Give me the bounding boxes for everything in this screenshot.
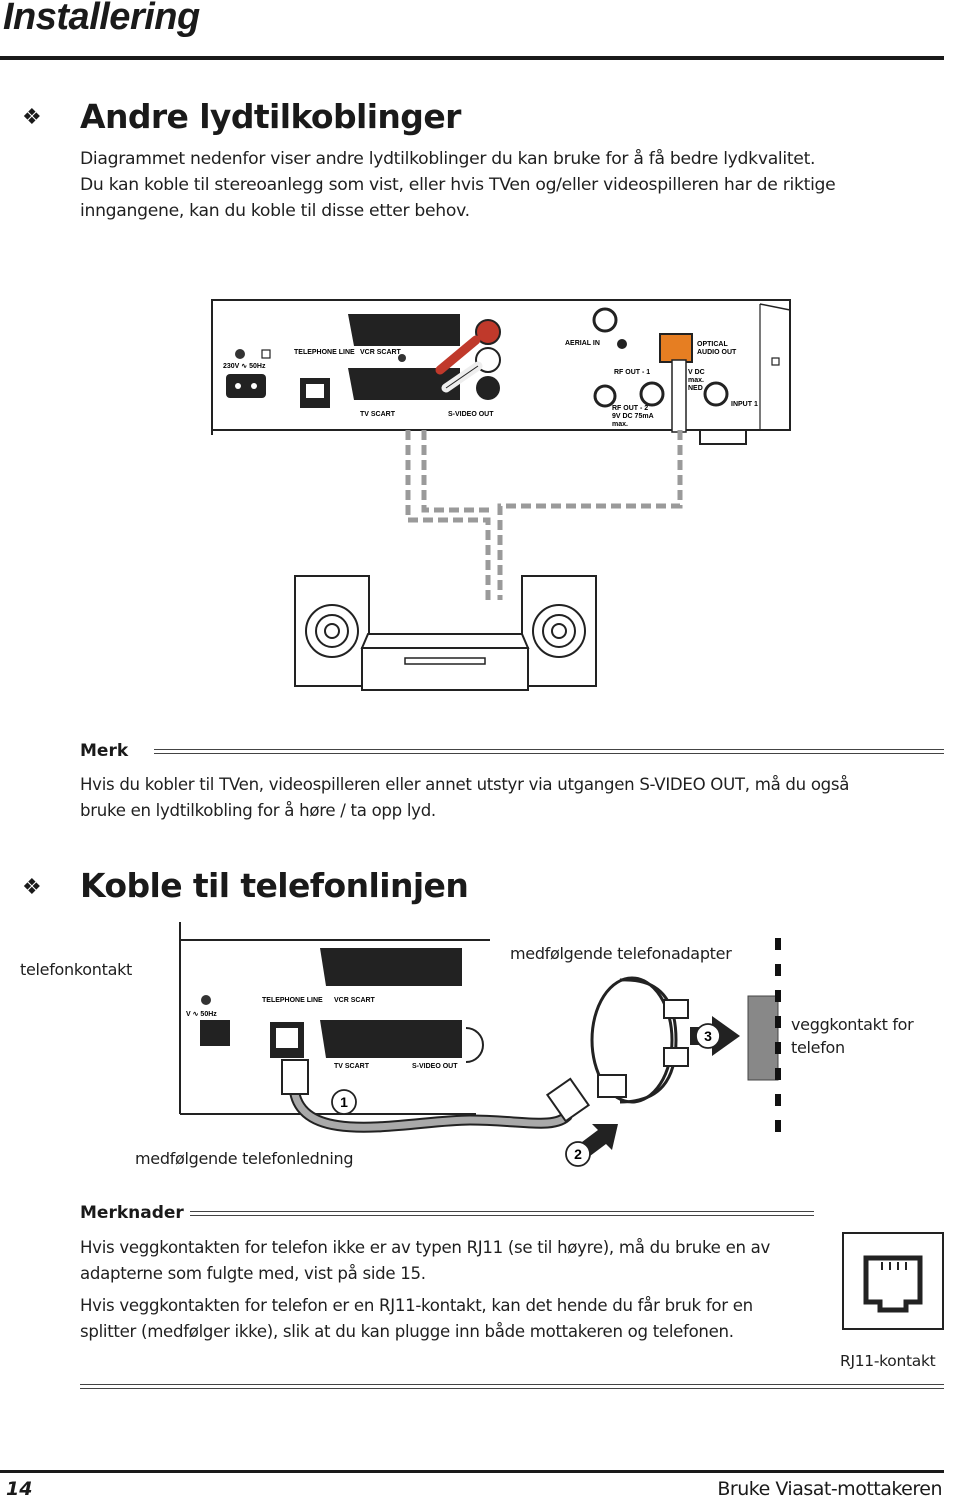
screw-icon [235,349,245,359]
power-spec-label: max. [688,377,704,384]
note-text: Hvis du kobler til TVen, videospilleren … [80,772,950,824]
aerial-in-label: AERIAL IN [565,340,600,347]
rf-out-2-spec: max. [612,421,628,428]
audio-cable [405,430,491,600]
step-number: 1 [340,1094,348,1110]
audio-intro-line: Du kan koble til stereoanlegg som vist, … [80,175,836,195]
rj11-illustration [842,1232,944,1330]
input-1-icon [703,381,729,407]
rj11-plug-icon [545,1077,591,1123]
title-rule [0,56,944,60]
rf-out-1-label: RF OUT - 1 [614,369,650,376]
optical-label: AUDIO OUT [697,349,737,356]
adapter-label: medfølgende telefonadapter [510,944,732,963]
wall-socket-label-line: telefon [791,1038,845,1057]
note-label: Merk [80,741,129,761]
section-end-rule [80,1384,944,1389]
telephone-line-label: TELEPHONE LINE [262,997,323,1004]
power-spec-label: NED [688,385,703,392]
step-number: 3 [704,1028,712,1044]
red-rca-icon [475,319,501,345]
step-badge-2: 2 [565,1141,591,1167]
wall-socket-label: veggkontakt for telefon [791,1013,914,1059]
tv-scart-label: TV SCART [334,1063,370,1070]
phone-connection-diagram: TELEPHONE LINE VCR SCART TV SCART S-VIDE… [179,922,781,1167]
tv-scart-icon [320,1020,462,1058]
receiver-back-panel: TELEPHONE LINE VCR SCART TV SCART S-VIDE… [179,922,490,1115]
section-heading-phone: Koble til telefonlinjen [80,866,469,905]
tv-scart-icon [348,368,460,400]
power-spec-label: V DC [688,369,705,376]
phone-jack-label: telefonkontakt [20,960,133,979]
optical-cable [497,430,683,600]
notes-line: adapterne som fulgte med, vist på side 1… [80,1264,426,1283]
audio-intro-text: Diagrammet nedenfor viser andre lydtilko… [80,146,960,224]
input-1-label: INPUT 1 [731,401,758,408]
audio-connection-diagram: 230V ∿ 50Hz TELEPHONE LINE VCR SCART TV … [211,299,791,691]
note-rule [154,749,944,754]
rj11-caption: RJ11-kontakt [840,1352,936,1370]
tv-scart-label: TV SCART [360,411,396,418]
audio-intro-line: inngangene, kan du koble til disse etter… [80,201,470,221]
note-line: bruke en lydtilkobling for å høre / ta o… [80,801,436,820]
optical-out-icon [659,333,693,363]
vcr-scart-icon [348,314,460,346]
vcr-scart-label: VCR SCART [360,349,402,356]
section-heading-audio: Andre lydtilkoblinger [80,97,461,136]
optical-plug-icon [671,359,687,433]
step-badge-1: 1 [331,1089,357,1115]
aerial-in-icon [592,307,618,333]
svideo-out-label: S-VIDEO OUT [448,411,494,418]
rf-out-2-icon [593,384,617,408]
wall-socket-icon [747,995,779,1081]
page-number: 14 [6,1478,33,1500]
rf-out-2-spec: 9V DC 75mA [612,413,654,420]
audio-intro-line: Diagrammet nedenfor viser andre lydtilko… [80,149,816,169]
footer-rule [0,1470,944,1473]
step-badge-3: 3 [695,1023,721,1049]
power-socket-icon [226,374,266,398]
page-title: Installering [3,0,200,38]
receiver-back-panel: 230V ∿ 50Hz TELEPHONE LINE VCR SCART TV … [211,299,791,445]
optical-label: OPTICAL [697,341,728,348]
vcr-scart-label: VCR SCART [334,997,376,1004]
svideo-socket-icon [476,376,500,400]
stereo-system-icon [294,575,597,691]
power-socket-icon [200,1020,230,1046]
step-number: 2 [574,1146,582,1162]
rj11-plug-icon [281,1059,309,1095]
notes-line: splitter (medfølger ikke), slik at du ka… [80,1322,734,1341]
rf-out-2-label: RF OUT - 2 [612,405,648,412]
notes-line: Hvis veggkontakten for telefon er en RJ1… [80,1296,753,1315]
note-line: Hvis du kobler til TVen, videospilleren … [80,775,850,794]
svideo-out-label: S-VIDEO OUT [412,1063,458,1070]
vcr-scart-icon [320,948,462,986]
notes-text: Hvis veggkontakten for telefon ikke er a… [80,1235,820,1345]
notes-rule [190,1211,814,1216]
footer-title: Bruke Viasat-mottakeren [717,1478,942,1500]
rj11-socket-icon [863,1255,923,1313]
wall-socket-label-line: veggkontakt for [791,1015,914,1034]
power-label: 230V ∿ 50Hz [223,363,266,370]
phone-adapter-icon [590,976,689,1104]
telephone-line-label: TELEPHONE LINE [294,349,355,356]
power-label: V ∿ 50Hz [186,1011,217,1018]
diamond-bullet-icon: ❖ [22,105,42,130]
cable-label: medfølgende telefonledning [135,1149,354,1168]
diamond-bullet-icon: ❖ [22,875,42,900]
notes-line: Hvis veggkontakten for telefon ikke er a… [80,1238,771,1257]
notes-label: Merknader [80,1203,184,1223]
